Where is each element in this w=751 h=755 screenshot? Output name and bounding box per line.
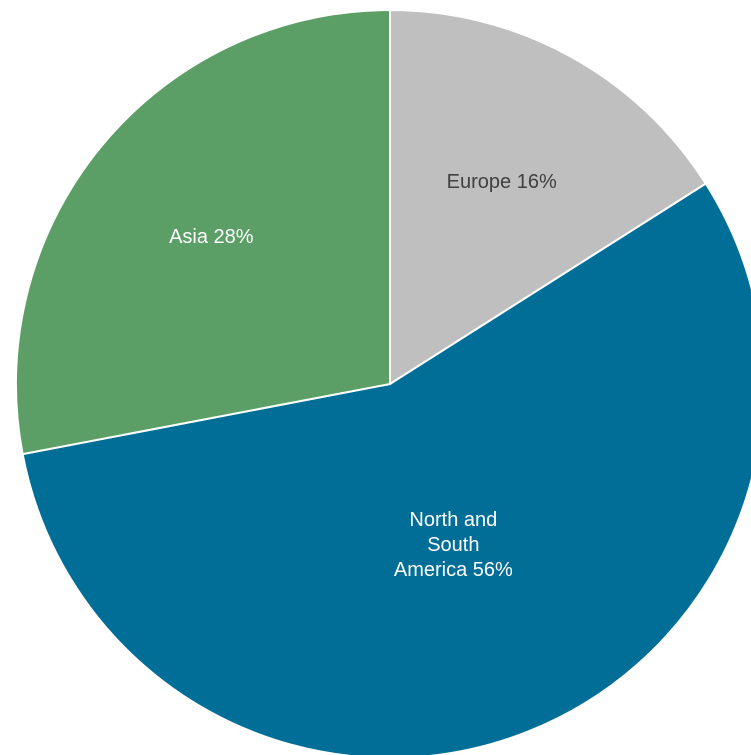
pie-slice-2 [15,8,391,456]
pie-slice-label-0: Europe 16% [447,171,557,193]
pie-slice-0 [389,8,708,386]
pie-slice-label-line: North and [409,509,497,531]
pie-slice-label-line: Asia 28% [169,226,254,248]
pie-slices [15,8,751,755]
pie-slice-1 [21,182,751,755]
pie-slice-label-2: Asia 28% [169,226,254,248]
pie-slice-label-line: South [427,534,479,556]
pie-slice-label-line: America 56% [394,559,513,581]
pie-slice-label-line: Europe 16% [447,171,557,193]
